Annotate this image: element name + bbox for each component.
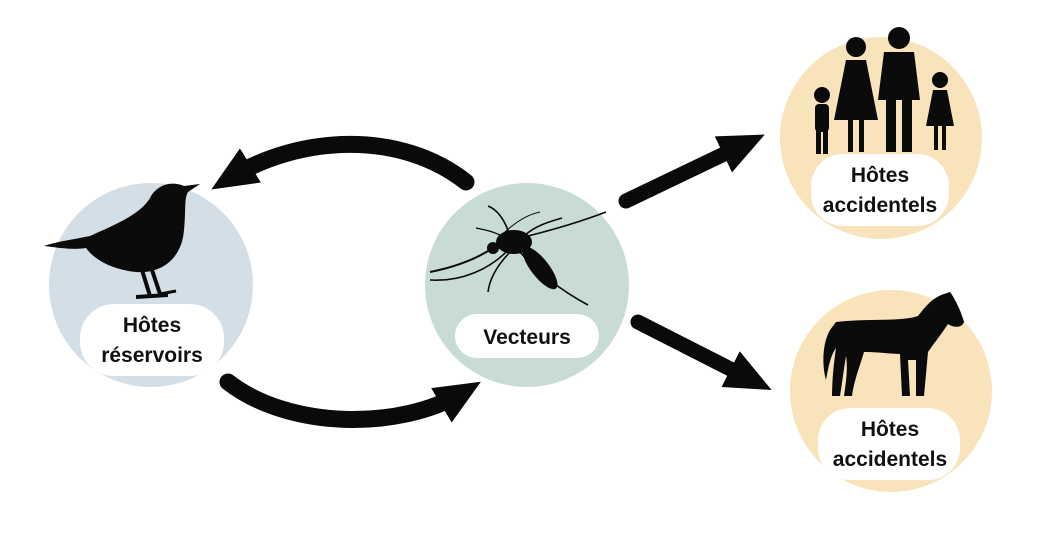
spillover-arrows xyxy=(618,134,772,390)
horse-icon xyxy=(823,292,964,396)
vector-label-box xyxy=(455,314,599,358)
arrow-reservoir-to-vector xyxy=(219,373,481,429)
cycle-arrows xyxy=(211,135,481,429)
horse-label-line-1: Hôtes xyxy=(861,418,919,441)
node-accidental-hosts-horse: Hôtes accidentels xyxy=(790,290,992,492)
horse-label-box xyxy=(818,408,960,480)
reservoir-label-box xyxy=(80,304,224,376)
arrow-vector-to-reservoir xyxy=(211,135,475,191)
node-reservoir-hosts: Hôtes réservoirs xyxy=(44,183,253,387)
humans-label-line-1: Hôtes xyxy=(851,164,909,187)
arrow-vector-to-humans xyxy=(618,134,765,209)
humans-label-line-2: accidentels xyxy=(823,194,937,217)
vector-label: Vecteurs xyxy=(483,326,571,349)
humans-label-box xyxy=(811,154,949,226)
mosquito-icon xyxy=(429,205,607,306)
reservoir-label-line-1: Hôtes xyxy=(123,314,181,337)
horse-label-line-2: accidentels xyxy=(833,448,947,471)
bird-icon xyxy=(44,183,200,299)
reservoir-label-line-2: réservoirs xyxy=(101,344,203,367)
arrow-vector-to-horse xyxy=(630,314,772,390)
node-vectors: Vecteurs xyxy=(425,183,629,387)
node-accidental-hosts-humans: Hôtes accidentels xyxy=(780,27,982,239)
family-icon xyxy=(814,27,954,154)
